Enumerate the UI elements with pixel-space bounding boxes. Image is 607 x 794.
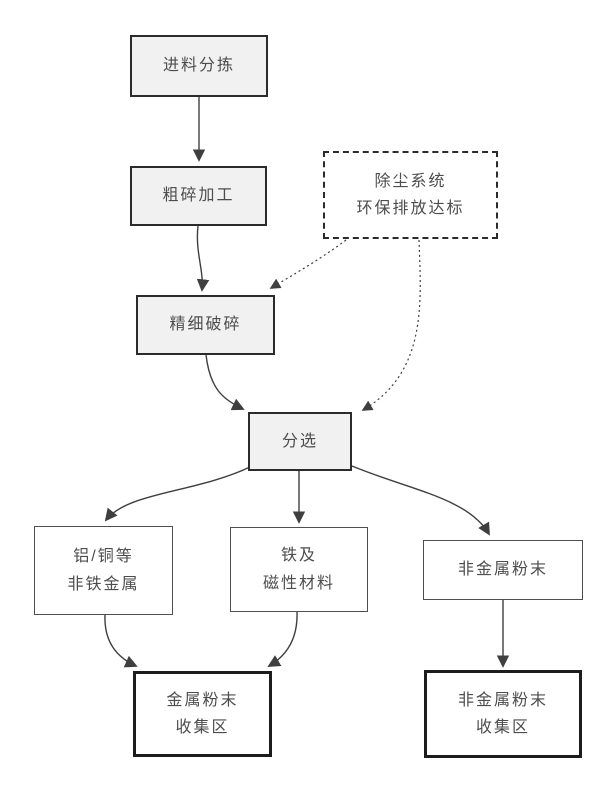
edge-dust-system-to-separation (361, 239, 421, 411)
edge-coarse-crushing-to-fine-crushing (196, 225, 210, 292)
node-nonferrous-metal-label: 铝/铜等 非铁金属 (67, 548, 140, 593)
edge-separation-to-nonmetal-powder (351, 465, 490, 536)
node-coarse-crushing-label: 粗碎加工 (162, 187, 235, 205)
node-dust-system-label: 除尘系统 环保排放达标 (356, 172, 465, 217)
node-nonmetal-powder-label: 非金属粉末 (457, 561, 548, 579)
node-nonmetal-powder: 非金属粉末 (423, 540, 583, 600)
edge-ferrous-magnetic-to-metal-powder-collection (267, 611, 298, 667)
edge-fine-crushing-to-separation (205, 354, 245, 411)
node-separation: 分选 (248, 412, 352, 471)
node-nonmetal-powder-collection: 非金属粉末 收集区 (424, 670, 582, 758)
node-feed-sorting: 进料分拣 (130, 35, 268, 97)
node-ferrous-magnetic: 铁及 磁性材料 (230, 527, 368, 612)
edge-dust-system-to-fine-crushing (269, 239, 347, 289)
node-nonmetal-powder-collection-label: 非金属粉末 收集区 (457, 691, 548, 736)
edge-nonferrous-metal-to-metal-powder-collection (104, 614, 138, 668)
edge-separation-to-nonferrous-metal (104, 466, 251, 522)
node-coarse-crushing: 粗碎加工 (130, 166, 267, 226)
node-fine-crushing-label: 精细破碎 (169, 316, 242, 334)
node-feed-sorting-label: 进料分拣 (162, 57, 235, 75)
node-metal-powder-collection: 金属粉末 收集区 (133, 671, 272, 757)
node-dust-system: 除尘系统 环保排放达标 (323, 151, 498, 239)
node-nonferrous-metal: 铝/铜等 非铁金属 (34, 526, 173, 615)
node-separation-label: 分选 (281, 432, 318, 450)
node-metal-powder-collection-label: 金属粉末 收集区 (166, 691, 239, 736)
node-fine-crushing: 精细破碎 (136, 295, 275, 355)
node-ferrous-magnetic-label: 铁及 磁性材料 (262, 547, 335, 592)
